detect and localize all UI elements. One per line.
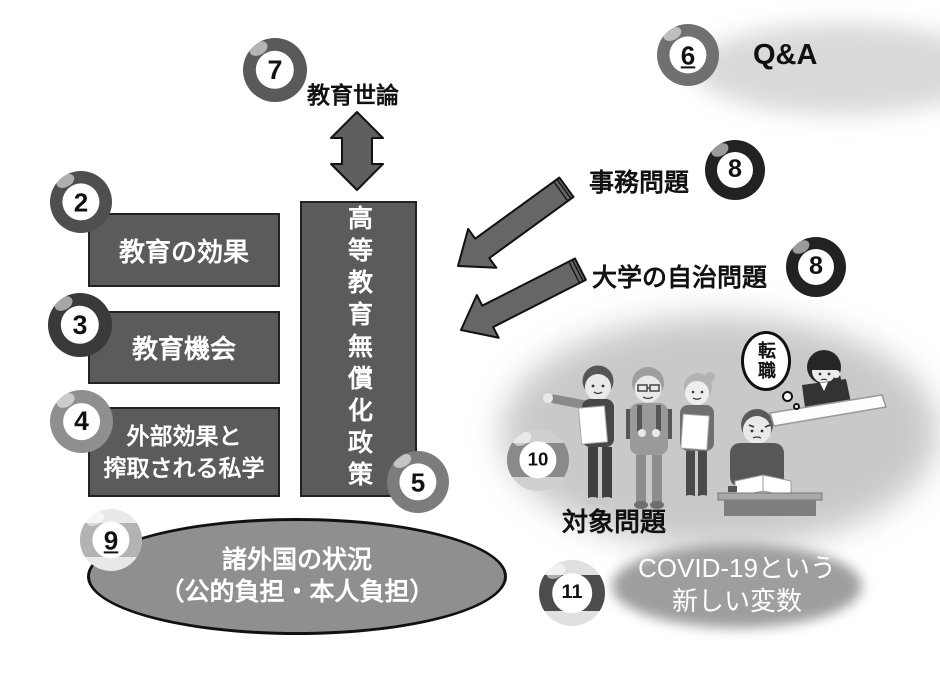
people-illustration bbox=[543, 350, 887, 516]
policy-vertical-label: 高等教育無償化政策 bbox=[344, 205, 373, 493]
woman-at-counter bbox=[769, 350, 887, 427]
arrow-admin-to-policy bbox=[457, 176, 575, 269]
elderly-person-glasses bbox=[626, 367, 672, 509]
foreign-countries-line1: 諸外国の状況 bbox=[221, 546, 372, 575]
box-higher-education-free-policy: 高等教育無償化政策 bbox=[300, 201, 417, 497]
ellipse-foreign-countries: 諸外国の状況 （公的負担・本人負担） bbox=[87, 518, 507, 635]
ball-6-number: 6 bbox=[669, 36, 707, 74]
box-external-effect-line1: 外部効果と bbox=[126, 422, 242, 449]
billiard-ball-10: 10 bbox=[507, 429, 569, 491]
ball-8a-number: 8 bbox=[717, 152, 753, 188]
ball-4-number: 4 bbox=[62, 402, 101, 441]
elderly-person-paper bbox=[680, 372, 715, 503]
box-external-effect: 外部効果と 搾取される私学 bbox=[88, 407, 280, 497]
ball-8b-number: 8 bbox=[798, 249, 834, 285]
man-studying-at-desk bbox=[717, 409, 823, 516]
speech-bubble-job-change: 転職 bbox=[741, 331, 791, 391]
foreign-countries-line2: （公的負担・本人負担） bbox=[159, 577, 435, 606]
ball-5-number: 5 bbox=[399, 463, 437, 501]
speech-bubble-dot-large bbox=[782, 391, 793, 402]
box-education-effect: 教育の効果 bbox=[88, 213, 280, 287]
box-education-effect-label: 教育の効果 bbox=[118, 236, 249, 267]
ball-11-number: 11 bbox=[552, 573, 592, 613]
box-external-effect-line2: 搾取される私学 bbox=[103, 455, 265, 481]
billiard-ball-11: 11 bbox=[539, 560, 605, 626]
elderly-person-pointing bbox=[543, 365, 614, 505]
label-education-public-opinion: 教育世論 bbox=[307, 82, 399, 108]
box-education-opportunity: 教育機会 bbox=[88, 311, 280, 384]
billiard-ball-3: 3 bbox=[48, 293, 112, 357]
ball-3-number: 3 bbox=[60, 305, 100, 345]
billiard-ball-2: 2 bbox=[50, 171, 112, 233]
covid-halo-ellipse bbox=[612, 544, 862, 628]
double-arrow-opinion-policy bbox=[330, 111, 384, 191]
billiard-ball-8-autonomy: 8 bbox=[786, 237, 846, 297]
illustration-halo-ellipse bbox=[502, 316, 938, 548]
ball-7-number: 7 bbox=[255, 50, 295, 90]
ball-2-number: 2 bbox=[62, 183, 100, 221]
box-education-opportunity-label: 教育機会 bbox=[131, 334, 236, 364]
arrow-autonomy-to-policy bbox=[460, 257, 587, 339]
label-university-autonomy: 大学の自治問題 bbox=[592, 264, 768, 292]
billiard-ball-4: 4 bbox=[50, 390, 113, 453]
billiard-ball-9: 9 bbox=[80, 509, 142, 571]
qa-halo-ellipse bbox=[693, 23, 940, 115]
billiard-ball-5: 5 bbox=[387, 451, 449, 513]
covid-variable-text: COVID-19という 新しい変数 bbox=[608, 552, 866, 617]
label-admin-problem: 事務問題 bbox=[589, 169, 690, 197]
label-qa: Q&A bbox=[753, 39, 818, 71]
billiard-ball-6: 6 bbox=[657, 24, 719, 86]
speech-bubble-text: 転職 bbox=[756, 341, 776, 381]
billiard-ball-8-admin: 8 bbox=[705, 140, 765, 200]
label-target-problem: 対象問題 bbox=[562, 507, 667, 537]
billiard-ball-7: 7 bbox=[243, 38, 307, 102]
speech-bubble-dot-small bbox=[793, 403, 800, 410]
covid-line1: COVID-19という bbox=[638, 553, 836, 583]
ball-10-number: 10 bbox=[519, 441, 557, 479]
ball-9-number: 9 bbox=[92, 521, 130, 559]
covid-line2: 新しい変数 bbox=[671, 585, 802, 616]
